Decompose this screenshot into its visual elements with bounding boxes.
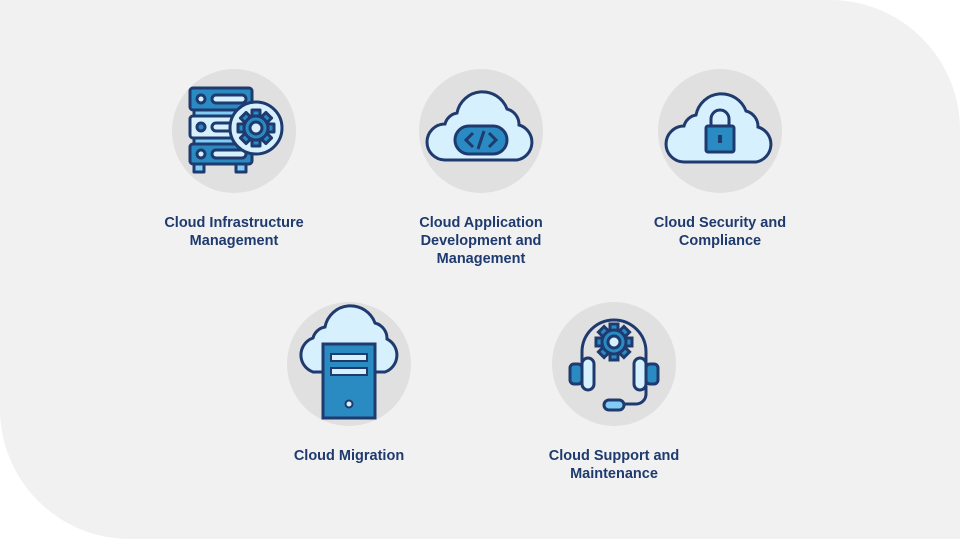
service-app-development: Cloud Application Development and Manage… bbox=[381, 69, 581, 268]
cloud-lock-icon bbox=[658, 69, 782, 193]
server-gear-icon bbox=[172, 69, 296, 193]
service-label: Cloud Infrastructure Management bbox=[164, 215, 304, 249]
service-label: Cloud Support and Maintenance bbox=[548, 448, 680, 482]
service-label: Cloud Migration bbox=[293, 448, 405, 464]
service-security: Cloud Security and Compliance bbox=[620, 69, 820, 250]
service-label: Cloud Security and Compliance bbox=[653, 215, 787, 249]
service-migration: Cloud Migration bbox=[249, 302, 449, 465]
service-support: Cloud Support and Maintenance bbox=[514, 302, 714, 483]
headset-gear-icon bbox=[552, 302, 676, 426]
service-infrastructure: Cloud Infrastructure Management bbox=[134, 69, 334, 250]
cloud-server-icon bbox=[287, 302, 411, 426]
cloud-code-icon bbox=[419, 69, 543, 193]
service-label: Cloud Application Development and Manage… bbox=[419, 215, 543, 267]
